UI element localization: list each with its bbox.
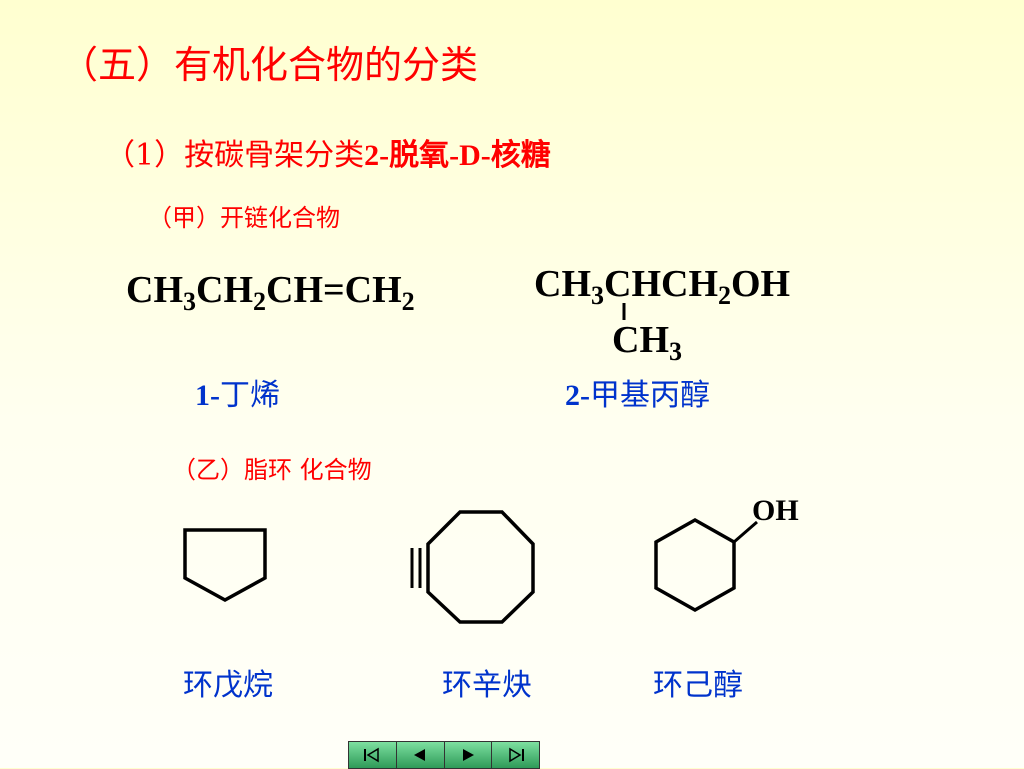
first-icon [364,747,380,763]
formula-subscript: 3 [669,337,682,366]
alicyclic-heading: （乙）脂环 化合物 [172,456,372,484]
formula-subscript: 2 [401,287,415,316]
open-chain-heading: （甲）开链化合物 [148,204,340,232]
methylpropanol-name: 2-甲基丙醇 [565,370,710,414]
prev-icon [414,749,426,761]
formula-subscript: 3 [183,287,196,316]
formula-part: CH=CH [266,269,402,311]
last-icon [508,747,524,763]
formula-subscript: 2 [718,281,731,310]
methylpropanol-formula: CH3CHCH2OH [534,262,790,311]
formula-part: CH [196,269,253,311]
slide-navigation [348,741,540,769]
cyclopentane-name: 环戊烷 [183,668,273,703]
name-text: 丁烯 [220,378,280,413]
section-heading: （1）按碳骨架分类2-脱氧-D-核糖 [105,130,551,174]
first-slide-button[interactable] [349,742,397,768]
name-number: 2- [565,379,590,412]
formula-subscript: 2 [253,287,266,316]
hydroxyl-bond [733,520,758,544]
name-text: 甲基丙醇 [590,378,710,413]
section-heading-name: 2-脱氧-D-核糖 [364,139,551,172]
last-slide-button[interactable] [492,742,539,768]
next-slide-button[interactable] [444,742,493,768]
methyl-branch: CH3 [612,318,682,367]
formula-subscript: 3 [591,281,604,310]
butene-name: 1-丁烯 [195,370,280,414]
formula-part: CH [126,269,183,311]
next-icon [462,749,474,761]
formula-part: OH [731,263,791,305]
formula-part: CH [612,319,669,361]
prev-slide-button[interactable] [396,742,445,768]
cyclohexane-ring [654,517,736,613]
butene-formula: CH3CH2CH=CH2 [126,268,415,317]
section-heading-prefix: （1）按碳骨架分类 [105,138,365,173]
name-number: 1- [195,379,220,412]
page-title: （五）有机化合物的分类 [60,43,479,87]
hydroxyl-label: OH [752,494,799,527]
formula-part: CHCH [604,263,718,305]
cyclohexanol-name: 环己醇 [653,668,743,703]
cyclopentane-ring [183,528,267,602]
cyclooctyne-ring [426,510,535,624]
cyclooctyne-name: 环辛炔 [442,668,532,703]
formula-part: CH [534,263,591,305]
